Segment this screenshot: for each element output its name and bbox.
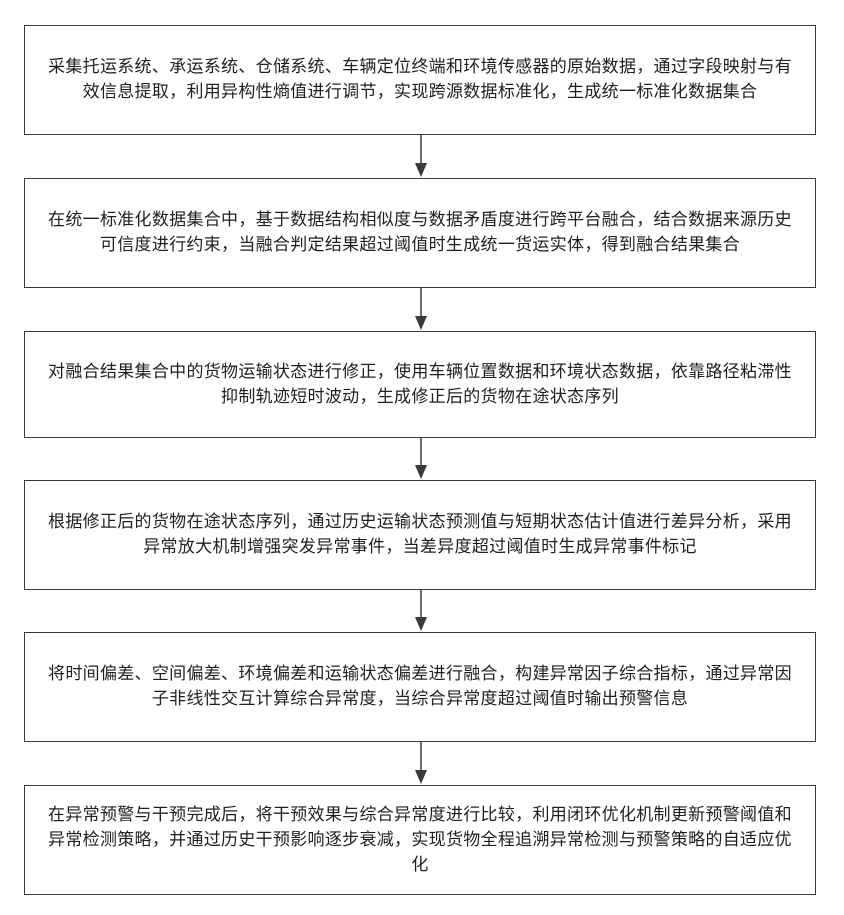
flow-arrow-2: [411, 288, 431, 331]
flow-step-5-text: 将时间偏差、空间偏差、环境偏差和运输状态偏差进行融合，构建异常因子综合指标，通过…: [45, 662, 795, 712]
flow-step-5: 将时间偏差、空间偏差、环境偏差和运输状态偏差进行融合，构建异常因子综合指标，通过…: [24, 632, 816, 742]
flow-step-4: 根据修正后的货物在途状态序列，通过历史运输状态预测值与短期状态估计值进行差异分析…: [24, 480, 816, 590]
flow-step-2-text: 在统一标准化数据集合中，基于数据结构相似度与数据矛盾度进行跨平台融合，结合数据来…: [45, 208, 795, 258]
flow-step-6-text: 在异常预警与干预完成后，将干预效果与综合异常度进行比较，利用闭环优化机制更新预警…: [45, 803, 795, 878]
flow-step-1-text: 采集托运系统、承运系统、仓储系统、车辆定位终端和环境传感器的原始数据，通过字段映…: [45, 55, 795, 105]
flow-arrow-5: [411, 742, 431, 785]
flow-step-3-text: 对融合结果集合中的货物运输状态进行修正，使用车辆位置数据和环境状态数据，依靠路径…: [45, 360, 795, 410]
flow-arrow-1: [411, 135, 431, 178]
flow-step-4-text: 根据修正后的货物在途状态序列，通过历史运输状态预测值与短期状态估计值进行差异分析…: [45, 510, 795, 560]
flow-step-3: 对融合结果集合中的货物运输状态进行修正，使用车辆位置数据和环境状态数据，依靠路径…: [24, 331, 816, 438]
flow-step-1: 采集托运系统、承运系统、仓储系统、车辆定位终端和环境传感器的原始数据，通过字段映…: [24, 25, 816, 135]
flow-step-2: 在统一标准化数据集合中，基于数据结构相似度与数据矛盾度进行跨平台融合，结合数据来…: [24, 178, 816, 288]
flow-arrow-4: [411, 590, 431, 632]
flow-arrow-3: [411, 438, 431, 480]
flow-step-6: 在异常预警与干预完成后，将干预效果与综合异常度进行比较，利用闭环优化机制更新预警…: [24, 785, 816, 895]
